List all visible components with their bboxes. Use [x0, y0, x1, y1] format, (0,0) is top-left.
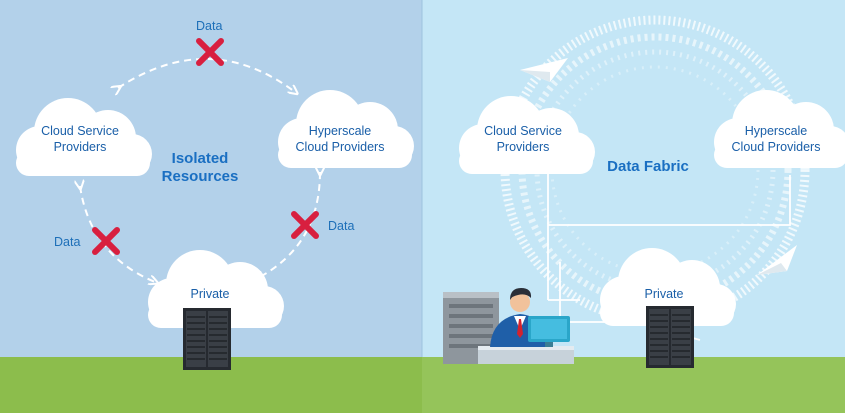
- paper-plane-icon: [520, 58, 568, 82]
- isolated-resources-title-2: Resources: [162, 168, 239, 185]
- data-label-right: Data: [328, 219, 354, 233]
- server-rack-icon: [182, 307, 232, 371]
- private-label-right: Private: [645, 287, 684, 301]
- arrow-csp-to-hyperscale: [118, 58, 295, 92]
- cloud-service-providers-label-right: Cloud Service: [484, 124, 562, 138]
- left-panel: Data Data Data Cloud Service Providers H…: [16, 19, 414, 371]
- cloud-service-providers-label-2: Providers: [54, 140, 107, 154]
- right-panel: Cloud Service Providers Hyperscale Cloud…: [443, 15, 845, 369]
- hyperscale-label-right: Hyperscale: [745, 124, 808, 138]
- cloud-service-providers-label-right-2: Providers: [497, 140, 550, 154]
- cloud-service-providers-label: Cloud Service: [41, 124, 119, 138]
- paper-plane-icon: [757, 245, 797, 275]
- x-mark-icon: [92, 227, 120, 255]
- data-fabric-title: Data Fabric: [607, 158, 689, 175]
- x-mark-icon: [291, 211, 319, 239]
- hyperscale-label: Hyperscale: [309, 124, 372, 138]
- data-label-top: Data: [196, 19, 222, 33]
- hyperscale-label-right-2: Cloud Providers: [732, 140, 821, 154]
- ground-strip-right: [422, 357, 845, 413]
- private-label: Private: [191, 287, 230, 301]
- x-mark-icon: [196, 38, 224, 66]
- isolated-resources-title: Isolated: [172, 150, 229, 167]
- hyperscale-label-2: Cloud Providers: [296, 140, 385, 154]
- arrow-hyperscale-to-private: [258, 172, 320, 278]
- server-rack-icon: [645, 305, 695, 369]
- data-label-left: Data: [54, 235, 80, 249]
- person-at-computer-icon: [478, 288, 574, 364]
